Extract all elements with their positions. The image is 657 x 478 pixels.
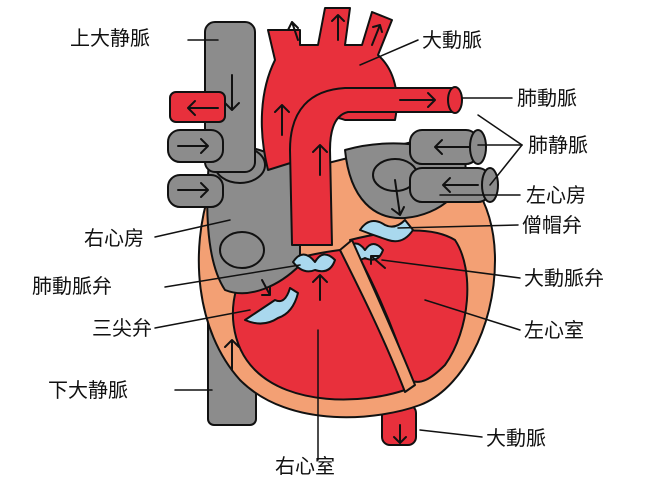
- pulmonary-artery-right-end: [447, 86, 463, 114]
- label-right-ventricle: 右心室: [275, 454, 335, 478]
- label-aorta-top: 大動脈: [422, 28, 482, 52]
- label-inferior-vena-cava: 下大静脈: [48, 378, 128, 402]
- septum: [339, 239, 416, 393]
- label-mitral-valve: 僧帽弁: [522, 213, 582, 237]
- label-aorta-bottom: 大動脈: [486, 426, 546, 450]
- heart-diagram: [154, 7, 523, 461]
- leader-lines: [154, 39, 523, 461]
- tricuspid-valve-shape: [244, 287, 299, 325]
- label-pulmonary-artery: 肺動脈: [517, 86, 577, 110]
- left-ventricle-cavity: [349, 229, 469, 383]
- label-right-atrium: 右心房: [84, 226, 144, 250]
- label-superior-vena-cava: 上大静脈: [70, 26, 150, 50]
- arrow-icon: [177, 14, 479, 444]
- label-left-atrium: 左心房: [526, 183, 586, 207]
- label-aortic-valve: 大動脈弁: [524, 266, 604, 290]
- pulmonary-valve-shape: [292, 253, 336, 273]
- pulmonary-trunk: [289, 87, 453, 246]
- label-tricuspid-valve: 三尖弁: [92, 316, 152, 340]
- label-pulmonary-veins: 肺静脈: [528, 133, 588, 157]
- label-left-ventricle: 左心室: [524, 318, 584, 342]
- mitral-valve-shape: [359, 219, 414, 243]
- right-atrium-opening: [219, 231, 265, 269]
- label-pulmonary-valve: 肺動脈弁: [32, 274, 112, 298]
